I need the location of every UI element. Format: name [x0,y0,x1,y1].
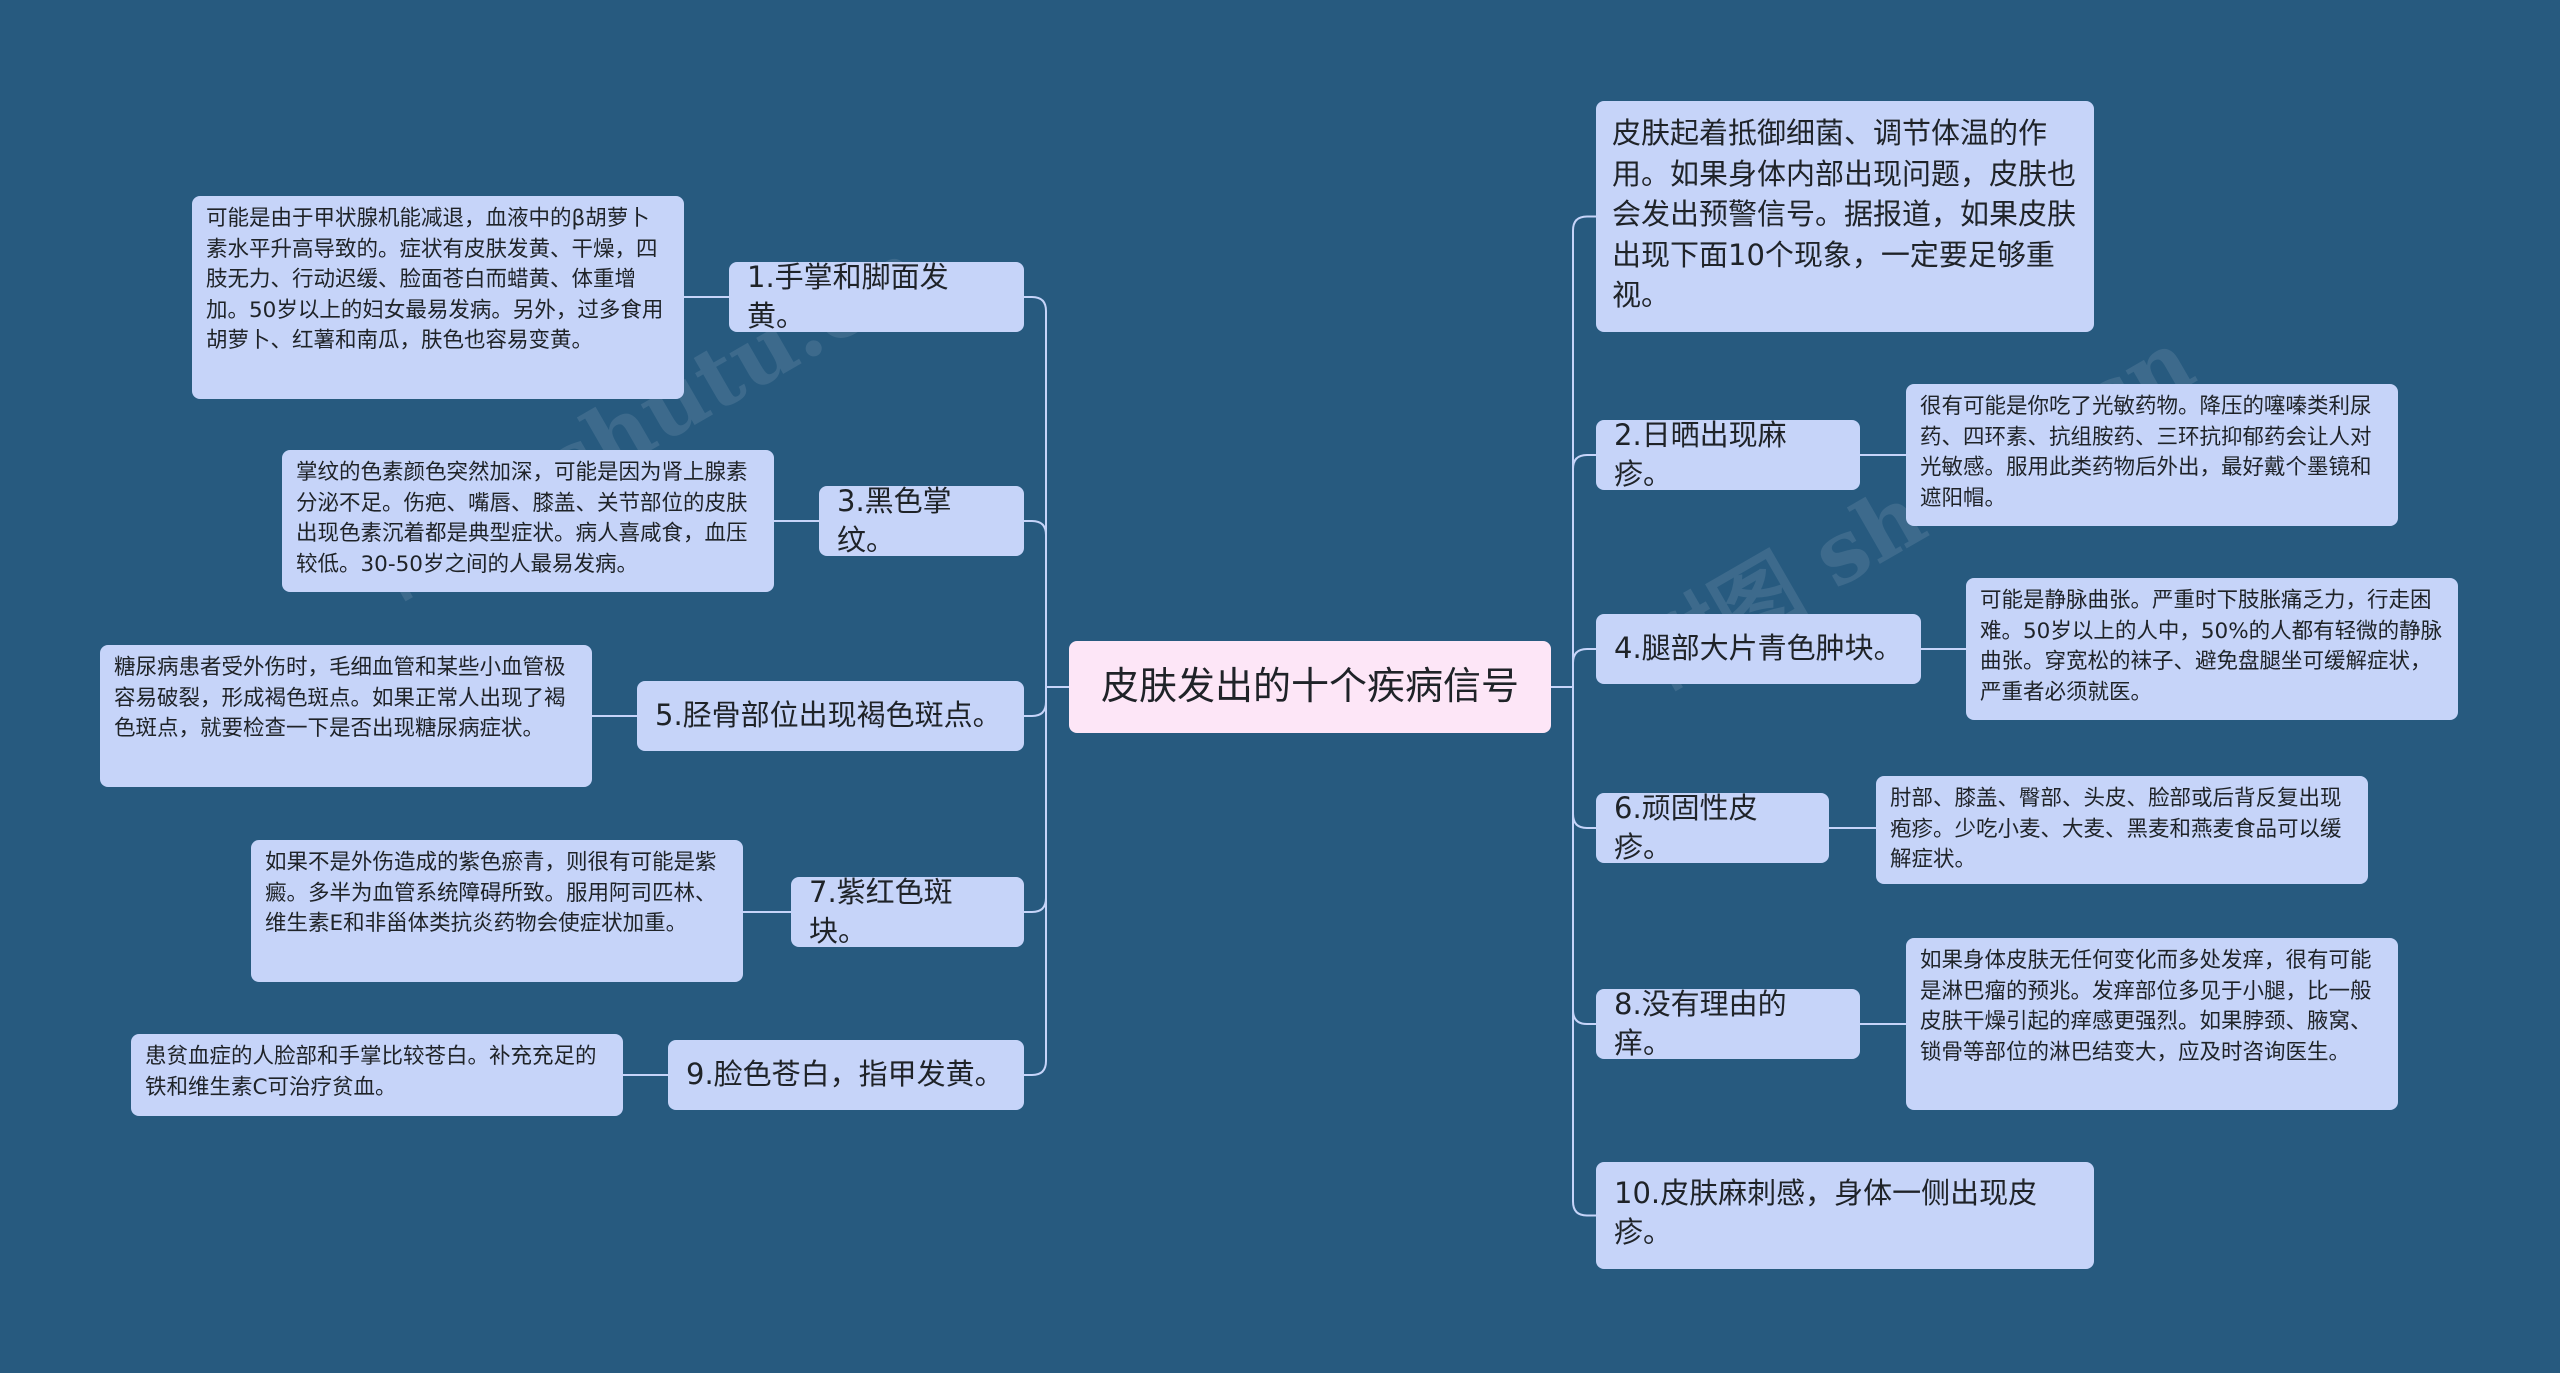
detail-note-5[interactable]: 糖尿病患者受外伤时，毛细血管和某些小血管极容易破裂，形成褐色斑点。如果正常人出现… [100,645,592,787]
branch-topic-9[interactable]: 9.脸色苍白，指甲发黄。 [668,1040,1024,1110]
connector-line [1572,215,1596,687]
connector-line [1572,687,1596,829]
branch-topic-4[interactable]: 4.腿部大片青色肿块。 [1596,614,1921,684]
connector-line [1024,687,1047,913]
branch-label: 2.日晒出现麻疹。 [1614,417,1787,491]
connector-line [1572,648,1596,687]
detail-text: 肘部、膝盖、臀部、头皮、脸部或后背反复出现疱疹。少吃小麦、大麦、黑麦和燕麦食品可… [1890,786,2342,873]
detail-note-8[interactable]: 如果身体皮肤无任何变化而多处发痒，很有可能是淋巴瘤的预兆。发痒部位多见于小腿，比… [1906,938,2398,1110]
connector-line [1024,296,1047,687]
branch-topic-1[interactable]: 1.手掌和脚面发黄。 [729,260,1024,333]
detail-text: 患贫血症的人脸部和手掌比较苍白。补充充足的铁和维生素C可治疗贫血。 [145,1044,597,1100]
connector-line [1572,687,1596,1025]
detail-note-1[interactable]: 可能是由于甲状腺机能减退，血液中的β胡萝卜素水平升高导致的。症状有皮肤发黄、干燥… [192,196,684,399]
branch-topic-5[interactable]: 5.胫骨部位出现褐色斑点。 [637,681,1024,751]
branch-label: 4.腿部大片青色肿块。 [1614,631,1903,666]
branch-label: 9.脸色苍白，指甲发黄。 [686,1057,1004,1092]
branch-label: 5.胫骨部位出现褐色斑点。 [655,698,1002,733]
connector-line [1572,687,1596,1217]
connector-line [1024,520,1047,687]
detail-note-3[interactable]: 掌纹的色素颜色突然加深，可能是因为肾上腺素分泌不足。伤疤、嘴唇、膝盖、关节部位的… [282,450,774,592]
central-topic[interactable]: 皮肤发出的十个疾病信号 [1069,641,1551,733]
branch-label: 1.手掌和脚面发黄。 [747,259,949,333]
detail-text: 掌纹的色素颜色突然加深，可能是因为肾上腺素分泌不足。伤疤、嘴唇、膝盖、关节部位的… [296,460,748,577]
detail-text: 可能是静脉曲张。严重时下肢胀痛乏力，行走困难。50岁以上的人中，50%的人都有轻… [1980,588,2443,705]
branch-topic-7[interactable]: 7.紫红色斑块。 [791,875,1024,948]
branch-topic-10[interactable]: 10.皮肤麻刺感，身体一侧出现皮疹。 [1596,1162,2094,1269]
detail-text: 糖尿病患者受外伤时，毛细血管和某些小血管极容易破裂，形成褐色斑点。如果正常人出现… [114,655,566,742]
connector-line [1024,687,1047,1076]
branch-label: 10.皮肤麻刺感，身体一侧出现皮疹。 [1614,1176,2038,1250]
branch-label: 7.紫红色斑块。 [809,874,953,948]
intro-topic[interactable]: 皮肤起着抵御细菌、调节体温的作用。如果身体内部出现问题，皮肤也会发出预警信号。据… [1596,101,2094,332]
branch-label: 3.黑色掌纹。 [837,483,952,557]
connector-line [1572,454,1596,687]
detail-text: 如果身体皮肤无任何变化而多处发痒，很有可能是淋巴瘤的预兆。发痒部位多见于小腿，比… [1920,948,2372,1065]
detail-text: 很有可能是你吃了光敏药物。降压的噻嗪类利尿药、四环素、抗组胺药、三环抗抑郁药会让… [1920,394,2372,511]
detail-note-6[interactable]: 肘部、膝盖、臀部、头皮、脸部或后背反复出现疱疹。少吃小麦、大麦、黑麦和燕麦食品可… [1876,776,2368,884]
branch-label: 8.没有理由的痒。 [1614,986,1787,1060]
detail-text: 可能是由于甲状腺机能减退，血液中的β胡萝卜素水平升高导致的。症状有皮肤发黄、干燥… [206,206,664,354]
central-topic-label: 皮肤发出的十个疾病信号 [1100,664,1519,709]
detail-note-7[interactable]: 如果不是外伤造成的紫色瘀青，则很有可能是紫癜。多半为血管系统障碍所致。服用阿司匹… [251,840,743,982]
detail-note-9[interactable]: 患贫血症的人脸部和手掌比较苍白。补充充足的铁和维生素C可治疗贫血。 [131,1034,623,1116]
intro-text: 皮肤起着抵御细菌、调节体温的作用。如果身体内部出现问题，皮肤也会发出预警信号。据… [1612,116,2077,313]
detail-note-4[interactable]: 可能是静脉曲张。严重时下肢胀痛乏力，行走困难。50岁以上的人中，50%的人都有轻… [1966,578,2458,720]
detail-note-2[interactable]: 很有可能是你吃了光敏药物。降压的噻嗪类利尿药、四环素、抗组胺药、三环抗抑郁药会让… [1906,384,2398,526]
branch-label: 6.顽固性皮疹。 [1614,790,1758,864]
branch-topic-8[interactable]: 8.没有理由的痒。 [1596,987,1860,1060]
connector-line [1024,687,1047,717]
branch-topic-2[interactable]: 2.日晒出现麻疹。 [1596,418,1860,491]
branch-topic-6[interactable]: 6.顽固性皮疹。 [1596,791,1829,864]
detail-text: 如果不是外伤造成的紫色瘀青，则很有可能是紫癜。多半为血管系统障碍所致。服用阿司匹… [265,850,717,937]
branch-topic-3[interactable]: 3.黑色掌纹。 [819,484,1024,557]
